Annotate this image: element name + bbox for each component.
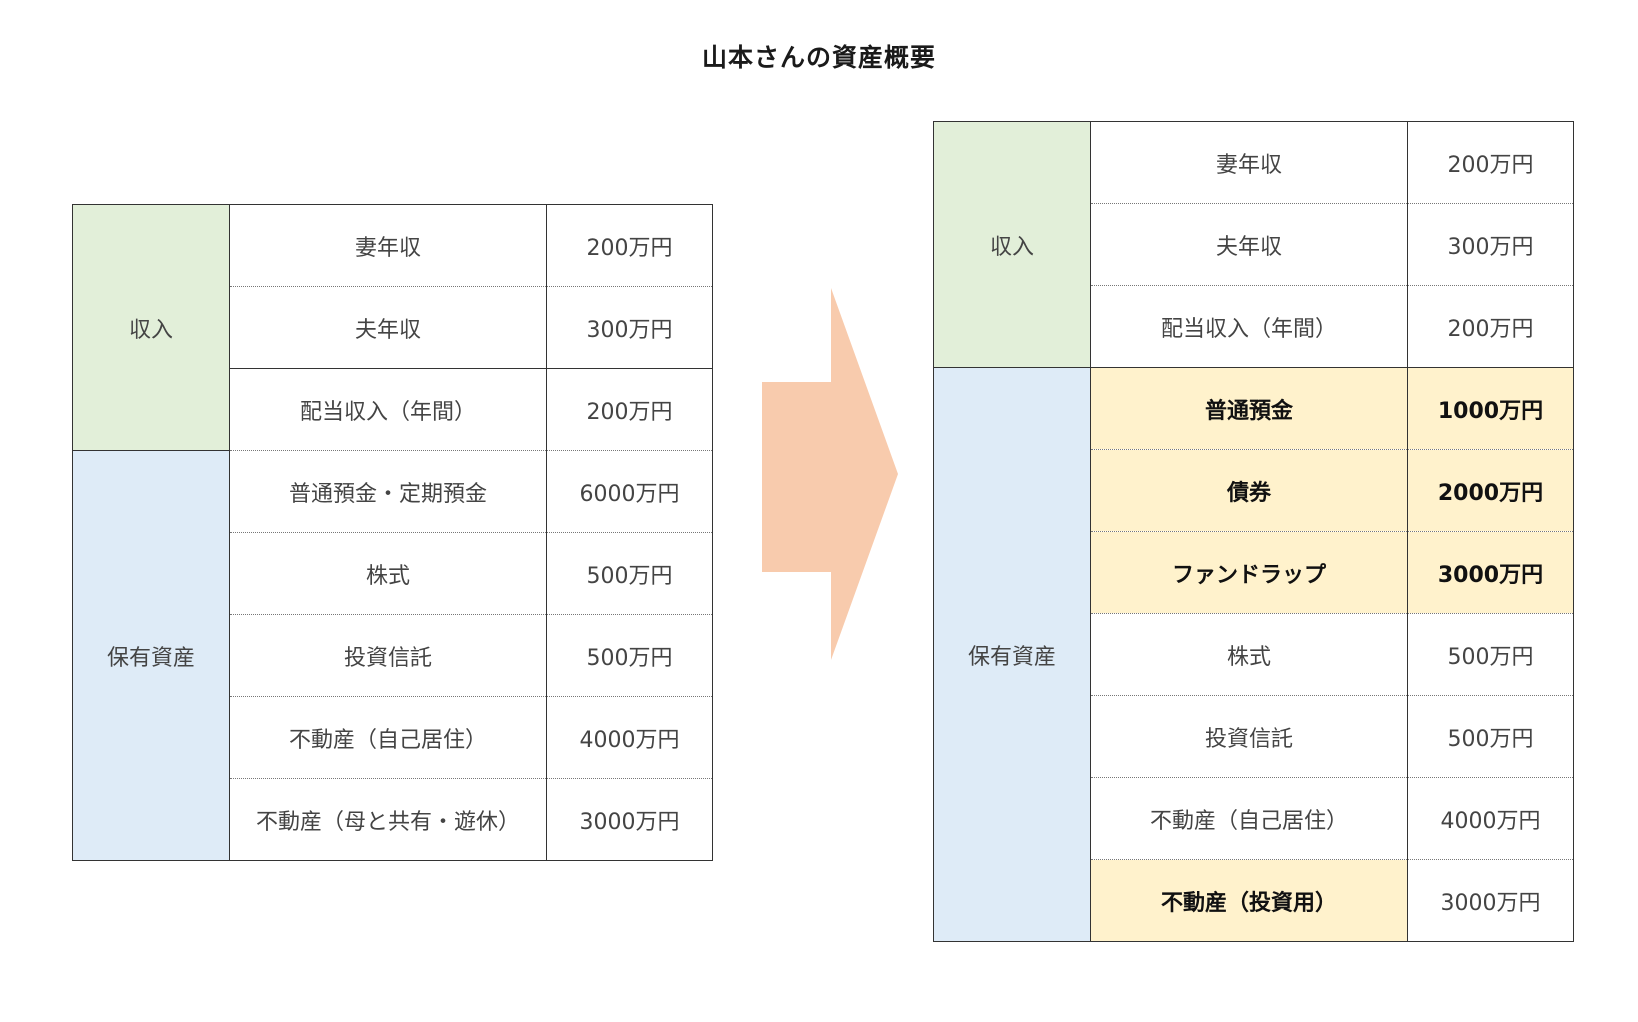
item-value: 4000万円: [546, 696, 713, 779]
item-value: 3000万円: [1407, 859, 1574, 942]
item-value: 500万円: [1407, 613, 1574, 696]
item-label: 債券: [1090, 449, 1408, 532]
table-row: 配当収入（年間） 200万円: [73, 368, 713, 451]
item-label: 夫年収: [229, 286, 547, 369]
arrow-right-icon: [762, 288, 898, 660]
table-row: 配当収入（年間） 200万円: [934, 285, 1574, 368]
item-label: 株式: [229, 532, 547, 615]
item-value: 500万円: [546, 532, 713, 615]
item-label: 妻年収: [229, 204, 547, 287]
table-row: 不動産（自己居住） 4000万円: [934, 777, 1574, 860]
item-label: 配当収入（年間）: [1090, 285, 1408, 368]
table-row: 収入 妻年収 200万円: [72, 204, 713, 451]
item-value: 500万円: [1407, 695, 1574, 778]
table-row: 不動産（投資用） 3000万円: [934, 859, 1574, 942]
item-label: 投資信託: [1090, 695, 1408, 778]
item-value: 500万円: [546, 614, 713, 697]
category-assets: 保有資産: [933, 367, 1091, 942]
table-row: 夫年収 300万円: [934, 203, 1574, 286]
item-label: 株式: [1090, 613, 1408, 696]
item-label: 普通預金: [1090, 367, 1408, 450]
category-assets: 保有資産: [72, 450, 230, 861]
table-row: 保有資産 普通預金 1000万円: [933, 367, 1574, 942]
table-row: 債券 2000万円: [934, 449, 1574, 532]
item-value: 300万円: [1407, 203, 1574, 286]
table-row: 夫年収 300万円: [73, 286, 713, 369]
item-label: 投資信託: [229, 614, 547, 697]
item-value: 6000万円: [546, 450, 713, 533]
item-value: 3000万円: [1407, 531, 1574, 614]
table-row: 株式 500万円: [934, 613, 1574, 696]
table-row: ファンドラップ 3000万円: [934, 531, 1574, 614]
item-label: ファンドラップ: [1090, 531, 1408, 614]
item-value: 300万円: [546, 286, 713, 369]
category-income: 収入: [933, 121, 1091, 368]
page-title: 山本さんの資産概要: [701, 43, 936, 72]
item-value: 3000万円: [546, 778, 713, 861]
item-value: 2000万円: [1407, 449, 1574, 532]
item-label: 配当収入（年間）: [229, 368, 547, 451]
item-label: 不動産（投資用）: [1090, 859, 1408, 942]
item-value: 200万円: [546, 204, 713, 287]
item-value: 1000万円: [1407, 367, 1574, 450]
table-row: 投資信託 500万円: [934, 695, 1574, 778]
category-income: 収入: [72, 204, 230, 451]
item-label: 夫年収: [1090, 203, 1408, 286]
table-row: 不動産（自己居住） 4000万円: [73, 696, 713, 779]
item-label: 不動産（母と共有・遊休）: [229, 778, 547, 861]
item-label: 不動産（自己居住）: [229, 696, 547, 779]
table-row: 収入 妻年収 200万円: [933, 121, 1574, 368]
left-asset-table: 収入 妻年収 200万円 夫年収 300万円 配当収入（年間） 200万円 保有…: [72, 204, 713, 861]
item-value: 200万円: [1407, 121, 1574, 204]
item-value: 4000万円: [1407, 777, 1574, 860]
item-value: 200万円: [1407, 285, 1574, 368]
table-row: 投資信託 500万円: [73, 614, 713, 697]
item-value: 200万円: [546, 368, 713, 451]
item-label: 妻年収: [1090, 121, 1408, 204]
item-label: 普通預金・定期預金: [229, 450, 547, 533]
right-asset-table: 収入 妻年収 200万円 夫年収 300万円 配当収入（年間） 200万円 保有…: [933, 121, 1574, 942]
table-row: 不動産（母と共有・遊休） 3000万円: [73, 778, 713, 861]
table-row: 保有資産 普通預金・定期預金 6000万円: [72, 450, 713, 861]
arrow-shape: [762, 288, 898, 660]
item-label: 不動産（自己居住）: [1090, 777, 1408, 860]
